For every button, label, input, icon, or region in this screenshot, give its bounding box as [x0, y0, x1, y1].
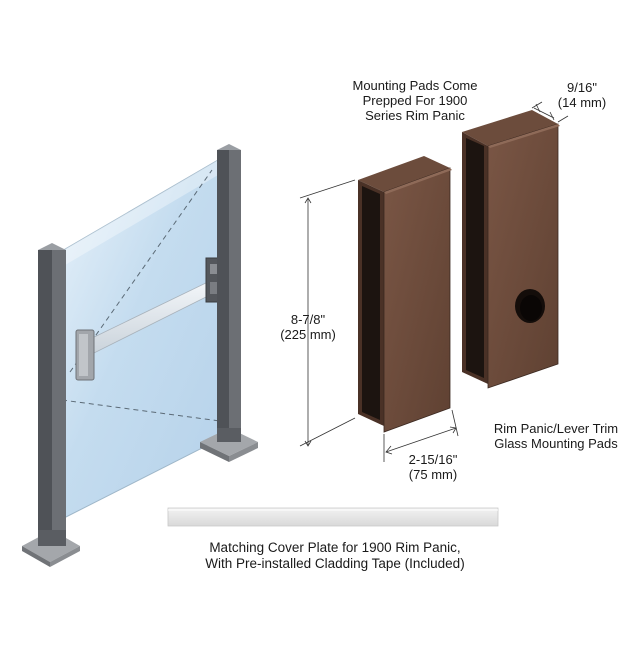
- thickness-dimension: [531, 101, 569, 123]
- width-dimension: [383, 409, 459, 462]
- height-inch: 8-7/8": [290, 312, 326, 327]
- mounting-note-line: Prepped For 1900: [362, 93, 468, 108]
- left-post: [22, 243, 80, 567]
- cover-plate: [167, 507, 499, 527]
- cover-plate-label: Matching Cover Plate for 1900 Rim Panic,…: [190, 540, 480, 572]
- right-post: [200, 144, 258, 462]
- product-name-line: Glass Mounting Pads: [494, 436, 618, 451]
- mounting-note-line: Mounting Pads Come: [352, 78, 478, 93]
- product-name-label: Rim Panic/Lever Trim Glass Mounting Pads: [486, 421, 626, 451]
- thickness-mm: (14 mm): [557, 95, 607, 110]
- cover-plate-line: With Pre-installed Cladding Tape (Includ…: [205, 556, 465, 571]
- height-mm: (225 mm): [280, 327, 336, 342]
- mounting-pads: [299, 101, 569, 462]
- width-label: 2-15/16" (75 mm): [388, 452, 478, 482]
- thickness-label: 9/16" (14 mm): [552, 80, 612, 110]
- mounting-pad-left: [358, 156, 452, 433]
- product-name-line: Rim Panic/Lever Trim: [493, 421, 619, 436]
- mounting-note-label: Mounting Pads Come Prepped For 1900 Seri…: [340, 78, 490, 123]
- width-inch: 2-15/16": [408, 452, 458, 467]
- mounting-pad-right: [462, 110, 560, 389]
- height-dimension: [299, 179, 356, 447]
- height-label: 8-7/8" (225 mm): [268, 312, 348, 342]
- mounting-note-line: Series Rim Panic: [365, 108, 465, 123]
- gate-illustration: [22, 144, 258, 567]
- thickness-inch: 9/16": [567, 80, 597, 95]
- cover-plate-line: Matching Cover Plate for 1900 Rim Panic,: [209, 540, 461, 555]
- width-mm: (75 mm): [408, 467, 458, 482]
